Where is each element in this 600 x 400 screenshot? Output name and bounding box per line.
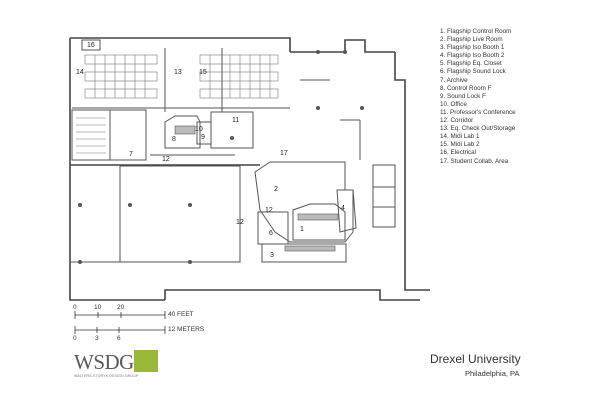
scale-feet-tick-20: 20 [117, 304, 125, 311]
room-label-10: 10 [195, 126, 203, 133]
room-label-15: 15 [199, 69, 207, 76]
interior-walls [70, 39, 396, 263]
client-location: Philadelphia, PA [465, 369, 520, 378]
control-room-console [174, 125, 339, 252]
legend-item: 7. Archive [440, 76, 468, 84]
logo-accent-square [134, 350, 158, 372]
scale-meter-label: 12 METERS [168, 326, 205, 333]
room-label-1: 1 [300, 226, 304, 233]
room-label-14: 14 [76, 69, 84, 76]
legend-item: 6. Flagship Sound Lock [440, 68, 506, 76]
scale-feet-tick-0: 0 [73, 304, 77, 311]
legend-item: 5. Flagship Eq. Closet [440, 60, 502, 68]
legend-item: 12. Corridor [440, 117, 474, 125]
room-label-3: 3 [270, 252, 274, 259]
legend-item: 14. Midi Lab 1 [440, 133, 480, 141]
room-label-7: 7 [129, 151, 133, 158]
room-numbers: 16 14 13 15 10 11 8 9 7 12 12 12 2 4 1 6… [76, 42, 345, 259]
legend-item: 15. Midi Lab 2 [440, 141, 480, 149]
legend-item: 10. Office [440, 100, 467, 108]
scale-bar [74, 311, 166, 334]
room-legend: 1. Flagship Control Room 2. Flagship Liv… [440, 28, 590, 166]
legend-item: 11. Professor's Conference [440, 108, 516, 116]
scale-feet-tick-10: 10 [94, 304, 102, 311]
logo-wordmark: WSDG [74, 350, 134, 374]
legend-item: 3. Flagship Iso Booth 1 [440, 44, 505, 52]
room-label-11: 11 [232, 117, 239, 124]
client-name: Drexel University [430, 352, 521, 366]
legend-item: 1. Flagship Control Room [440, 28, 512, 35]
wsdg-logo: WSDG WALTERS-STORYK DESIGN GROUP [74, 350, 164, 390]
room-label-8: 8 [172, 136, 176, 143]
scale-meter-tick-0: 0 [73, 335, 77, 342]
legend-item: 9. Sound Lock F [440, 92, 486, 100]
exterior-walls [69, 37, 430, 301]
room-label-12-b: 12 [236, 219, 244, 226]
room-label-13: 13 [174, 69, 182, 76]
legend-item: 2. Flagship Live Room [440, 36, 503, 44]
scale-meter-tick-6: 6 [117, 335, 121, 342]
legend-item: 8. Control Room F [440, 84, 492, 92]
room-label-6: 6 [269, 230, 273, 237]
legend-item: 4. Flagship Iso Booth 2 [440, 52, 505, 60]
room-label-4: 4 [341, 205, 345, 212]
room-label-16: 16 [87, 42, 95, 49]
workstation-desks-right [199, 54, 279, 99]
legend-item: 17. Student Collab. Area [440, 157, 509, 165]
workstation-desks-left [84, 54, 158, 99]
room-label-12-c: 12 [265, 207, 273, 214]
scale-meter-tick-3: 3 [95, 335, 99, 342]
archive-shelving [76, 117, 106, 154]
legend-item: 13. Eq. Check Out/Storage [440, 125, 516, 133]
room-label-2: 2 [274, 186, 278, 193]
scale-feet-label: 40 FEET [168, 311, 194, 318]
columns [78, 50, 364, 264]
legend-item: 16. Electrical [440, 149, 477, 157]
room-label-17: 17 [280, 150, 288, 157]
room-label-9: 9 [201, 134, 205, 141]
room-label-12-a: 12 [162, 156, 170, 163]
logo-subtitle: WALTERS-STORYK DESIGN GROUP [74, 374, 139, 378]
